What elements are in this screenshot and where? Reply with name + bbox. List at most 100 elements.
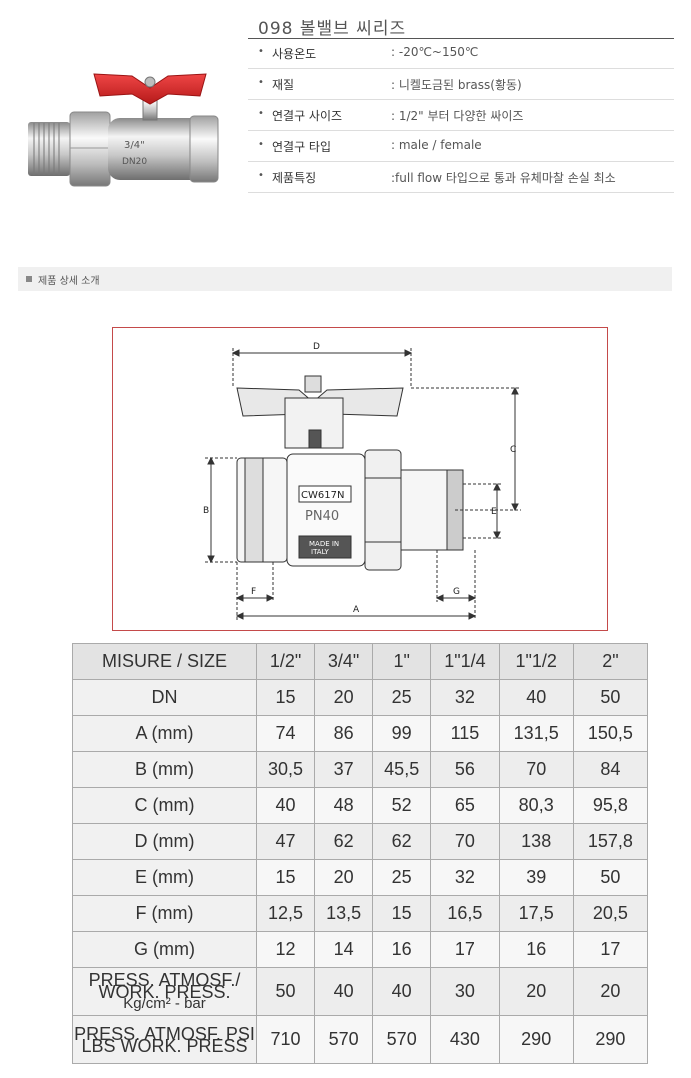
spec-row-connection-type: • 연결구 타입 : male / female [248, 131, 674, 162]
table-cell: 70 [498, 751, 574, 788]
table-row: G (mm) 12 14 16 17 16 17 [72, 931, 649, 968]
page-title: 098 볼밸브 씨리즈 [258, 19, 407, 39]
bullet-icon: • [258, 46, 264, 57]
body-marking-country: ITALY [311, 548, 330, 556]
table-cell: 290 [498, 1015, 574, 1064]
size-header: 3/4" [314, 643, 374, 680]
table-cell: 12 [255, 931, 316, 968]
dim-label-d: D [313, 342, 320, 352]
size-header: 1"1/4 [430, 643, 500, 680]
table-cell: 84 [572, 751, 649, 788]
spec-value: : 1/2" 부터 다양한 싸이즈 [391, 109, 524, 123]
table-cell: 16 [498, 931, 574, 968]
table-cell: 99 [372, 715, 432, 752]
dim-label-f: F [251, 587, 256, 597]
table-cell: 50 [572, 679, 649, 716]
table-cell: 15 [255, 679, 316, 716]
table-cell: 131,5 [498, 715, 574, 752]
section-title: 제품 상세 소개 [38, 276, 100, 287]
table-cell: 13,5 [314, 895, 374, 932]
table-cell: 15 [255, 859, 316, 896]
table-cell: 20 [314, 859, 374, 896]
bullet-icon: • [258, 139, 264, 150]
table-row-pressure-bar: PRESS. ATMOSF./ WORK. PRESS. Kg/cm² - ba… [72, 967, 649, 1016]
table-cell: 12,5 [255, 895, 316, 932]
square-bullet-icon [26, 276, 32, 282]
table-cell: 17,5 [498, 895, 574, 932]
spec-row-material: • 재질 : 니켈도금된 brass(황동) [248, 69, 674, 100]
table-cell: 65 [430, 787, 500, 824]
table-cell: 47 [255, 823, 316, 860]
spec-label: 연결구 타입 [272, 140, 332, 154]
table-cell: 430 [430, 1015, 500, 1064]
size-header: 1/2" [255, 643, 316, 680]
table-cell: 40 [255, 787, 316, 824]
table-row: E (mm) 15 20 25 32 39 50 [72, 859, 649, 896]
spec-row-temperature: • 사용온도 : -20℃~150℃ [248, 38, 674, 69]
body-marking-pressure: PN40 [305, 509, 339, 524]
row-label: G (mm) [72, 931, 257, 968]
table-cell: 14 [314, 931, 374, 968]
table-cell: 48 [314, 787, 374, 824]
table-cell: 20 [498, 967, 574, 1016]
table-cell: 52 [372, 787, 432, 824]
row-label: A (mm) [72, 715, 257, 752]
spec-row-connection-size: • 연결구 사이즈 : 1/2" 부터 다양한 싸이즈 [248, 100, 674, 131]
table-row: DN 15 20 25 32 40 50 [72, 679, 649, 716]
pressure-bar-label-line1: PRESS. ATMOSF./ WORK. PRESS. [88, 969, 241, 1002]
row-label: PRESS. ATMOSF. PSI LBS WORK. PRESS [72, 1015, 257, 1064]
spec-value: :full flow 타입으로 통과 유체마찰 손실 최소 [391, 171, 616, 185]
ball-valve-photo: 3/4" DN20 [28, 73, 219, 187]
table-cell: 50 [572, 859, 649, 896]
dn-marking: DN20 [122, 157, 147, 167]
dim-label-c: C [510, 445, 516, 455]
table-cell: 86 [314, 715, 374, 752]
table-cell: 39 [498, 859, 574, 896]
bullet-icon: • [258, 170, 264, 181]
table-header-label: MISURE / SIZE [72, 643, 257, 680]
size-header: 1" [372, 643, 432, 680]
table-cell: 74 [255, 715, 316, 752]
pressure-bar-label-line2: Kg/cm² - bar [123, 994, 206, 1012]
bullet-icon: • [258, 77, 264, 88]
spec-label: 제품특징 [272, 171, 317, 185]
table-cell: 37 [314, 751, 374, 788]
table-cell: 40 [314, 967, 374, 1016]
table-cell: 115 [430, 715, 500, 752]
table-cell: 16,5 [430, 895, 500, 932]
table-cell: 95,8 [572, 787, 649, 824]
table-row: C (mm) 40 48 52 65 80,3 95,8 [72, 787, 649, 824]
table-cell: 30 [430, 967, 500, 1016]
pressure-psi-label-line2: LBS WORK. PRESS [81, 1035, 248, 1056]
bullet-icon: • [258, 108, 264, 119]
body-marking-material: CW617N [301, 490, 344, 501]
table-row: B (mm) 30,5 37 45,5 56 70 84 [72, 751, 649, 788]
technical-drawing: D C B E F G A CW617N PN40 MADE IN ITALY [112, 327, 608, 631]
spec-label: 재질 [272, 78, 295, 92]
table-cell: 20 [314, 679, 374, 716]
table-cell: 62 [372, 823, 432, 860]
table-cell: 17 [430, 931, 500, 968]
spec-value: : -20℃~150℃ [391, 45, 479, 59]
dim-label-e: E [491, 507, 497, 517]
spec-row-features: • 제품특징 :full flow 타입으로 통과 유체마찰 손실 최소 [248, 162, 674, 193]
row-label: F (mm) [72, 895, 257, 932]
pressure-psi-label-line1: PRESS. ATMOSF. PSI [74, 1023, 255, 1044]
table-cell: 290 [572, 1015, 649, 1064]
table-cell: 15 [372, 895, 432, 932]
section-header: 제품 상세 소개 [18, 267, 672, 291]
title-divider [248, 38, 674, 39]
dim-label-b: B [203, 506, 209, 516]
table-cell: 40 [498, 679, 574, 716]
table-cell: 25 [372, 679, 432, 716]
table-cell: 138 [498, 823, 574, 860]
row-label: B (mm) [72, 751, 257, 788]
table-cell: 62 [314, 823, 374, 860]
valve-drawing-svg: D C B E F G A CW617N PN40 MADE IN ITALY [203, 342, 521, 620]
table-cell: 20,5 [572, 895, 649, 932]
table-cell: 70 [430, 823, 500, 860]
table-cell: 56 [430, 751, 500, 788]
table-cell: 50 [255, 967, 316, 1016]
row-label: E (mm) [72, 859, 257, 896]
